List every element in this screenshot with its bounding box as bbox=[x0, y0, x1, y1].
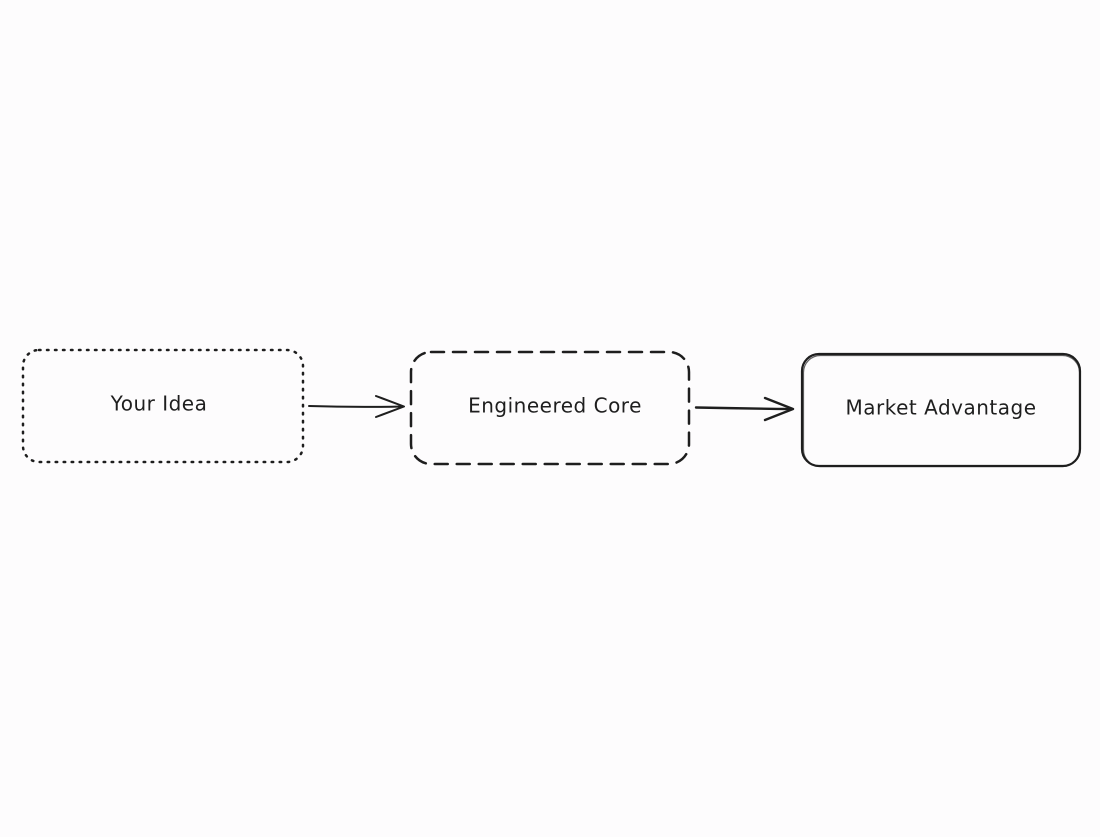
node-engineered-core[interactable]: Engineered Core bbox=[409, 350, 691, 466]
node-your-idea-label: Your Idea bbox=[110, 392, 208, 416]
node-engineered-core-label: Engineered Core bbox=[468, 394, 642, 418]
node-market-advantage-label: Market Advantage bbox=[846, 396, 1037, 420]
edge-your-idea-to-engineered-core bbox=[308, 395, 405, 418]
arrowhead-icon bbox=[375, 395, 405, 418]
arrow-line bbox=[308, 405, 404, 408]
node-your-idea[interactable]: Your Idea bbox=[21, 348, 305, 464]
arrow-line bbox=[694, 406, 794, 411]
edge-engineered-core-to-market-advantage bbox=[694, 396, 795, 422]
node-market-advantage-box-sketch bbox=[802, 354, 1081, 468]
node-market-advantage[interactable]: Market Advantage bbox=[800, 352, 1082, 468]
node-your-idea-box bbox=[21, 348, 305, 464]
node-engineered-core-box bbox=[409, 350, 691, 466]
arrowhead-icon bbox=[763, 396, 795, 422]
